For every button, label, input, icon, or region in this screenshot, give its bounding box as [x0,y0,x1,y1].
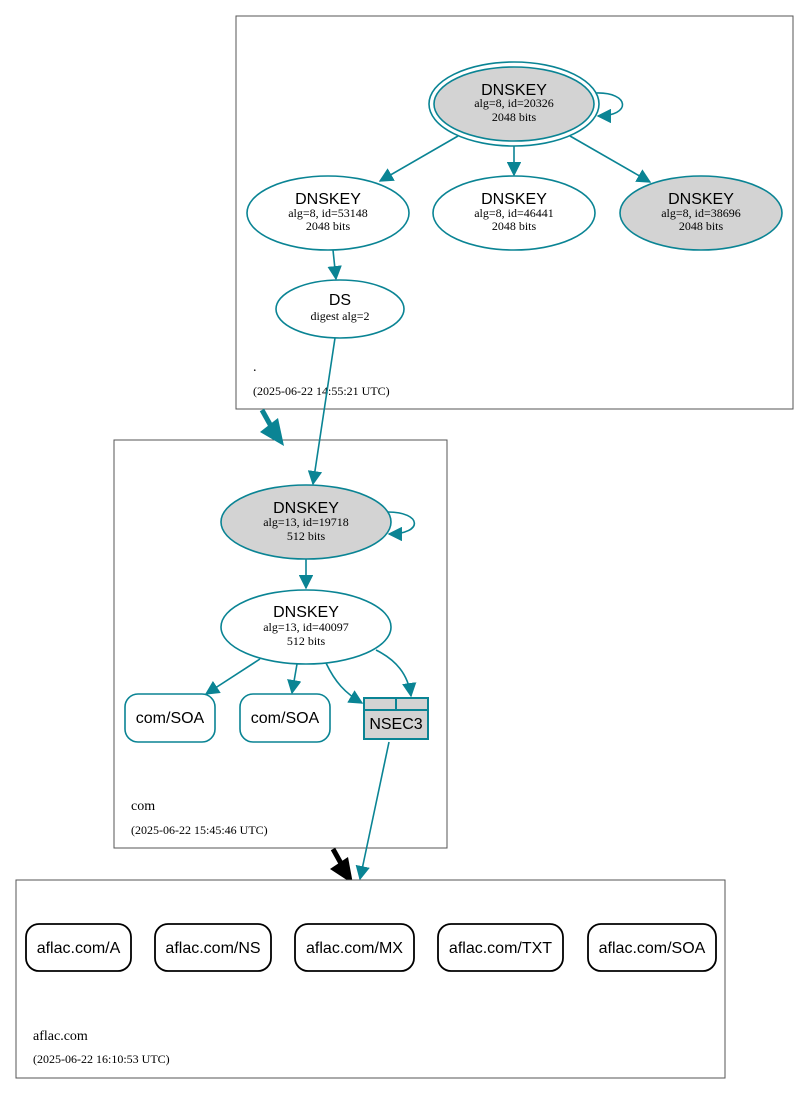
root-ksk-detail: alg=8, id=20326 [474,96,554,110]
edge-ksk-to-zsk1 [378,135,459,182]
aflac-a-label: aflac.com/A [37,940,121,957]
root-zsk-53148-node[interactable]: DNSKEY alg=8, id=53148 2048 bits [246,175,410,251]
root-ksk-node[interactable]: DNSKEY alg=8, id=20326 2048 bits [428,61,600,147]
com-ksk-node[interactable]: DNSKEY alg=13, id=19718 512 bits [220,484,392,560]
ds-title: DS [329,292,351,309]
com-zone-name: com [131,799,155,814]
root-zsk2-detail: alg=8, id=46441 [474,206,554,220]
root-zsk2-title: DNSKEY [481,191,547,208]
aflac-zone-timestamp: (2025-06-22 16:10:53 UTC) [33,1052,170,1066]
edge-nsec3-to-aflac-zone [355,741,390,881]
com-zsk-bits: 512 bits [287,634,326,648]
com-soa-2-label: com/SOA [251,710,320,727]
root-zsk1-bits: 2048 bits [306,219,351,233]
aflac-ns-record-node[interactable]: aflac.com/NS [154,923,272,972]
aflac-soa-label: aflac.com/SOA [599,940,706,957]
com-soa-node-1[interactable]: com/SOA [124,693,216,743]
root-zsk-38696-node[interactable]: DNSKEY alg=8, id=38696 2048 bits [619,175,783,251]
root-zone-timestamp: (2025-06-22 14:55:21 UTC) [253,384,390,398]
edge-zsk1-to-ds [327,249,342,281]
root-ksk-self-signature-edge [595,92,624,124]
com-soa-1-label: com/SOA [136,710,205,727]
com-ksk-self-signature-edge [387,511,416,542]
edge-com-zsk-to-soa1 [204,658,261,695]
root-zsk3-bits: 2048 bits [679,219,724,233]
aflac-mx-record-node[interactable]: aflac.com/MX [294,923,415,972]
aflac-mx-label: aflac.com/MX [306,940,403,957]
root-ksk-bits: 2048 bits [492,110,537,124]
root-zsk1-detail: alg=8, id=53148 [288,206,368,220]
com-soa-node-2[interactable]: com/SOA [239,693,331,743]
delegation-arrow-root-to-com [259,408,284,446]
edge-com-zsk-to-soa2 [287,663,302,695]
nsec3-node[interactable]: NSEC3 [363,697,429,740]
root-zone-name: . [253,360,257,375]
edge-com-zsk-to-nsec3-b [375,649,417,698]
root-zsk1-title: DNSKEY [295,191,361,208]
aflac-zone-box [15,879,726,1079]
com-ksk-bits: 512 bits [287,529,326,543]
edge-ds-to-com-ksk [307,337,336,486]
root-ksk-title: DNSKEY [481,82,547,99]
aflac-txt-label: aflac.com/TXT [449,940,552,957]
aflac-ns-label: aflac.com/NS [165,940,260,957]
edge-ksk-to-zsk3 [569,135,652,183]
com-ksk-title: DNSKEY [273,500,339,517]
aflac-a-record-node[interactable]: aflac.com/A [25,923,132,972]
edge-com-zsk-to-nsec3-a [325,662,364,704]
com-zsk-node[interactable]: DNSKEY alg=13, id=40097 512 bits [220,589,392,665]
aflac-zone-name: aflac.com [33,1029,88,1044]
com-zsk-title: DNSKEY [273,604,339,621]
com-zone-timestamp: (2025-06-22 15:45:46 UTC) [131,823,268,837]
ds-detail: digest alg=2 [310,309,369,323]
aflac-txt-record-node[interactable]: aflac.com/TXT [437,923,564,972]
com-ksk-detail: alg=13, id=19718 [263,515,349,529]
delegation-arrow-com-to-aflac [330,847,353,884]
com-zsk-detail: alg=13, id=40097 [263,620,349,634]
nsec3-label: NSEC3 [369,716,422,733]
root-zsk3-detail: alg=8, id=38696 [661,206,741,220]
root-zsk2-bits: 2048 bits [492,219,537,233]
aflac-soa-record-node[interactable]: aflac.com/SOA [587,923,717,972]
root-zsk-46441-node[interactable]: DNSKEY alg=8, id=46441 2048 bits [432,175,596,251]
root-zsk3-title: DNSKEY [668,191,734,208]
com-ds-node[interactable]: DS digest alg=2 [275,279,405,339]
